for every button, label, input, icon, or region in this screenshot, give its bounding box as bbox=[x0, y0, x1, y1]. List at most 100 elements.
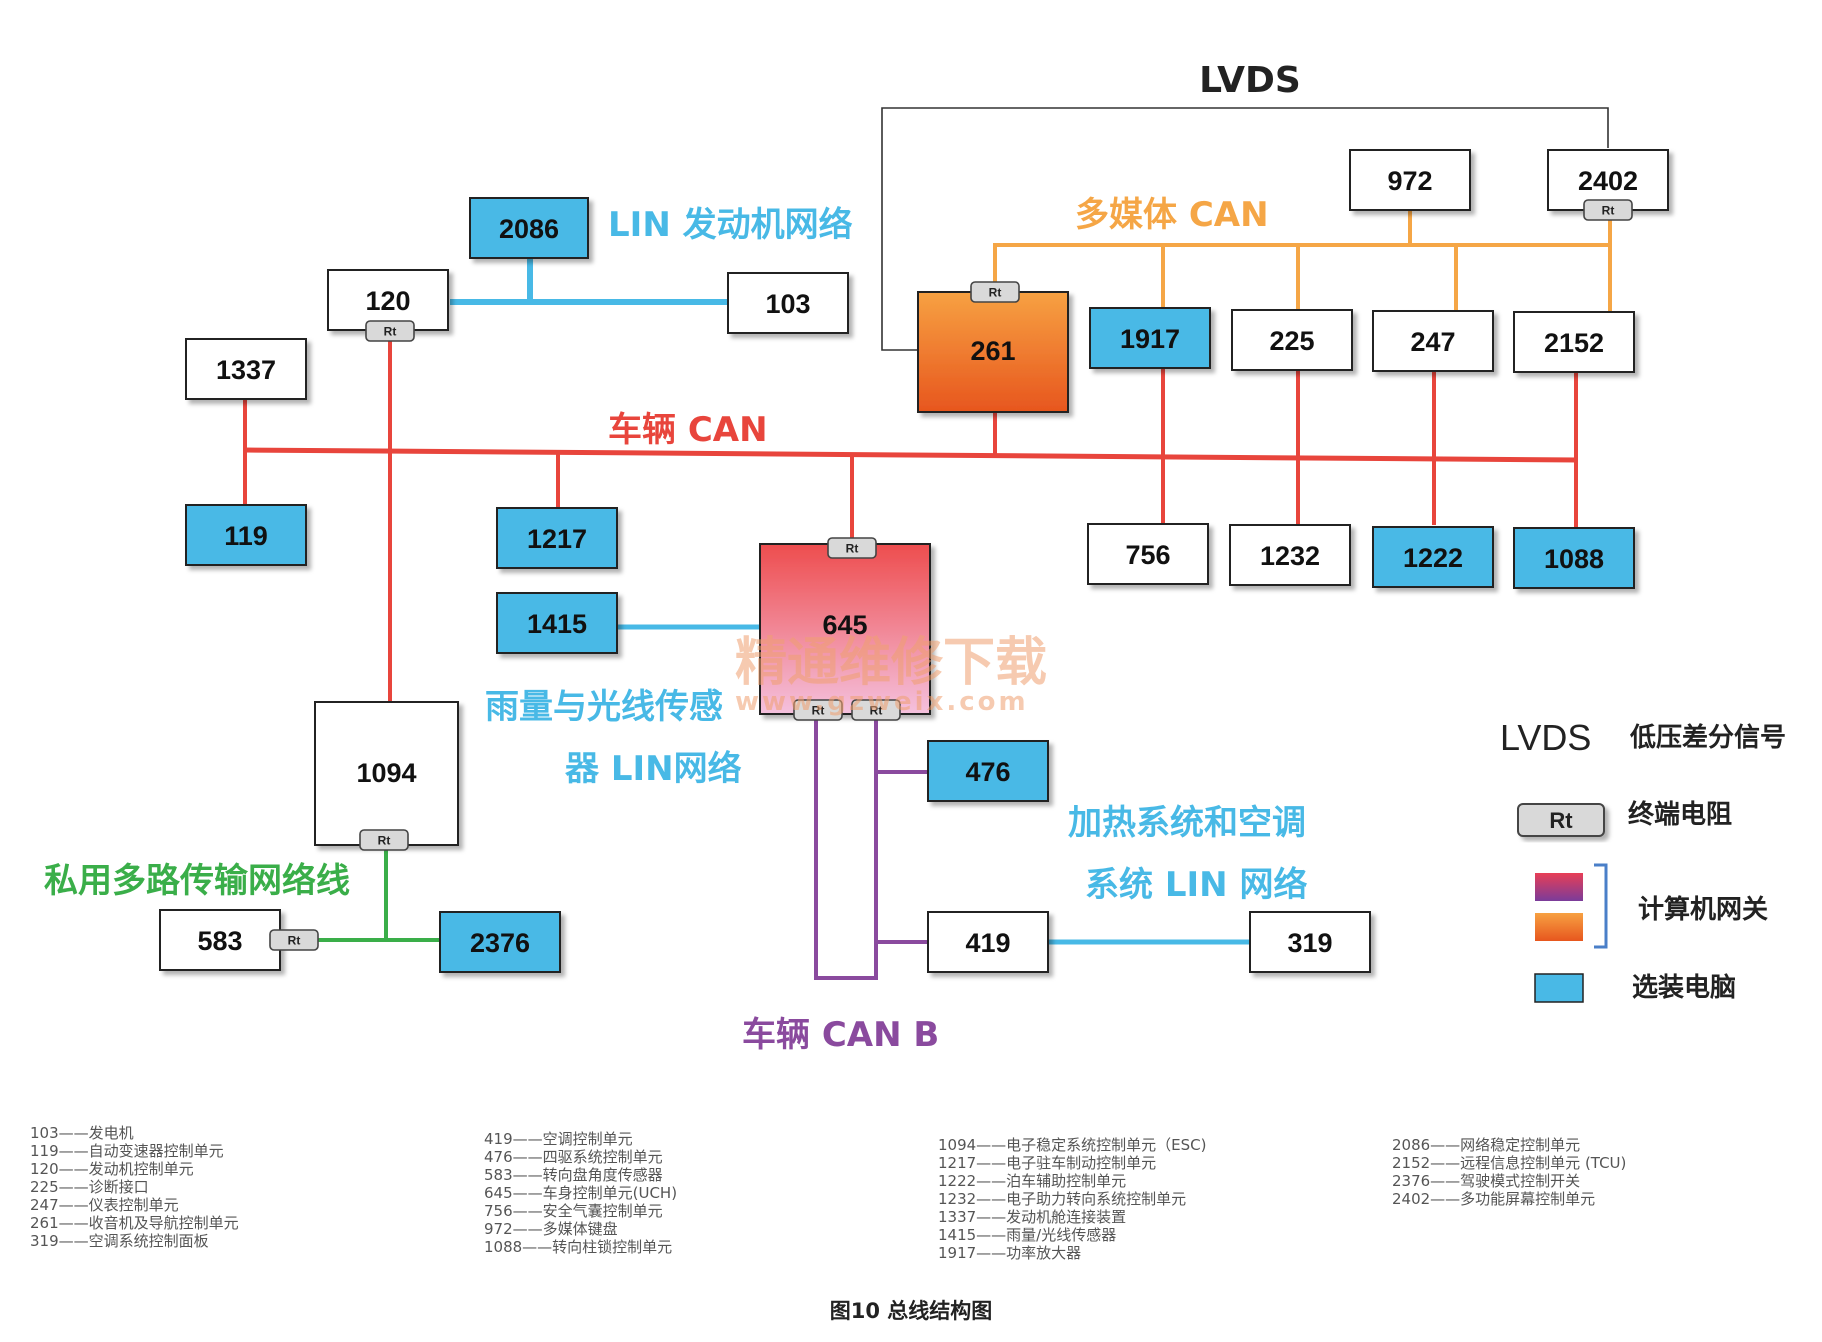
figure-caption: 图10 总线结构图 bbox=[830, 1299, 993, 1323]
ecu-node-1415: 1415 bbox=[496, 592, 618, 654]
ecu-number: 419 bbox=[965, 928, 1010, 958]
legend-gateway-swatch-2 bbox=[1535, 913, 1583, 941]
ecu-number: 1088 bbox=[1544, 544, 1604, 574]
ecu-node-1917: 1917 bbox=[1089, 307, 1211, 369]
key-entry: 2152——远程信息控制单元 (TCU) bbox=[1392, 1154, 1626, 1172]
ecu-box bbox=[759, 543, 931, 715]
lvds-top-label: LVDS bbox=[1199, 60, 1301, 101]
ecu-box bbox=[185, 338, 307, 400]
key-entry: 2402——多功能屏幕控制单元 bbox=[1392, 1190, 1595, 1208]
ecu-number: 2152 bbox=[1544, 328, 1604, 358]
legend-lvds-desc: 低压差分信号 bbox=[1629, 722, 1786, 753]
ecu-node-1337: 1337 bbox=[185, 338, 307, 400]
ecu-box bbox=[1089, 307, 1211, 369]
ecu-number: 1415 bbox=[527, 609, 587, 639]
key-entry: 119——自动变速器控制单元 bbox=[30, 1142, 224, 1160]
ecu-number: 261 bbox=[970, 336, 1015, 366]
legend-gateway-desc: 计算机网关 bbox=[1638, 894, 1768, 925]
ecu-box bbox=[439, 911, 561, 973]
ecu-node-1217: 1217 bbox=[496, 507, 618, 569]
ecu-box bbox=[927, 911, 1049, 973]
can-b-left bbox=[814, 715, 878, 980]
key-entry: 103——发电机 bbox=[30, 1124, 134, 1142]
watermark-cn: 精通维修下载 bbox=[735, 633, 1047, 693]
ecu-node-756: 756 bbox=[1087, 523, 1209, 585]
terminal-resistor: Rt bbox=[827, 537, 877, 559]
key-entry: 1222——泊车辅助控制单元 bbox=[938, 1172, 1126, 1190]
key-entry: 225——诊断接口 bbox=[30, 1178, 149, 1196]
rt-label: Rt bbox=[288, 934, 301, 948]
rt-label: Rt bbox=[846, 542, 859, 556]
ecu-box bbox=[1349, 149, 1471, 211]
legend-optional-swatch bbox=[1534, 973, 1584, 1003]
ecu-number: 756 bbox=[1125, 540, 1170, 570]
key-entry: 419——空调控制单元 bbox=[484, 1130, 633, 1148]
ecu-node-419: 419 bbox=[927, 911, 1049, 973]
ecu-number: 225 bbox=[1269, 326, 1314, 356]
component-key-list: 103——发电机119——自动变速器控制单元120——发动机控制单元225——诊… bbox=[30, 1124, 1626, 1262]
terminal-resistor: Rt bbox=[970, 281, 1020, 303]
key-entry: 2086——网络稳定控制单元 bbox=[1392, 1136, 1580, 1154]
watermark-url: www.gzweix.com bbox=[735, 687, 1029, 717]
rt-label: Rt bbox=[1602, 204, 1615, 218]
legend-optional-desc: 选装电脑 bbox=[1632, 973, 1736, 1003]
ecu-node-1222: 1222 bbox=[1372, 526, 1494, 588]
heating-lin-label-line1: 加热系统和空调 bbox=[1068, 803, 1306, 843]
watermark: 精通维修下载 www.gzweix.com bbox=[735, 633, 1047, 717]
ecu-node-225: 225 bbox=[1231, 309, 1353, 371]
legend-rt-text: Rt bbox=[1549, 808, 1573, 833]
key-entry: 645——车身控制单元(UCH) bbox=[484, 1184, 677, 1202]
vehicle-can-trunk bbox=[244, 447, 1579, 463]
key-entry: 583——转向盘角度传感器 bbox=[484, 1166, 663, 1184]
ecu-box bbox=[1231, 309, 1353, 371]
rain-light-lin-label-line2: 器 LIN网络 bbox=[565, 749, 742, 789]
rt-label: Rt bbox=[870, 704, 883, 718]
ecu-box bbox=[469, 197, 589, 259]
key-entry: 1088——转向柱锁控制单元 bbox=[484, 1238, 672, 1256]
key-entry: 1917——功率放大器 bbox=[938, 1244, 1081, 1262]
ecu-box bbox=[185, 504, 307, 566]
ecu-number: 1337 bbox=[216, 355, 276, 385]
ecu-box bbox=[917, 291, 1069, 413]
legend-rt-desc: 终端电阻 bbox=[1628, 799, 1732, 830]
ecu-node-247: 247 bbox=[1372, 310, 1494, 372]
multimedia-can-label: 多媒体 CAN bbox=[1075, 195, 1269, 235]
ecu-number: 1917 bbox=[1120, 324, 1180, 354]
ecu-box bbox=[1372, 526, 1494, 588]
key-entry: 120——发动机控制单元 bbox=[30, 1160, 194, 1178]
ecu-number: 2402 bbox=[1578, 166, 1638, 196]
network-labels: LVDS 多媒体 CAN LIN 发动机网络 车辆 CAN 雨量与光线传感 器 … bbox=[44, 60, 1307, 1055]
ecu-box bbox=[496, 507, 618, 569]
legend-lvds-term: LVDS bbox=[1500, 717, 1591, 758]
ecu-box bbox=[927, 740, 1049, 802]
key-entry: 261——收音机及导航控制单元 bbox=[30, 1214, 239, 1232]
ecu-number: 119 bbox=[224, 521, 268, 551]
ecu-number: 2086 bbox=[499, 214, 559, 244]
ecu-box bbox=[1249, 911, 1371, 973]
ecu-node-2376: 2376 bbox=[439, 911, 561, 973]
vehicle-can-b-label: 车辆 CAN B bbox=[742, 1015, 939, 1055]
key-entry: 247——仪表控制单元 bbox=[30, 1196, 179, 1214]
legend-gateway-bracket bbox=[1594, 863, 1608, 949]
ecu-number: 972 bbox=[1387, 166, 1432, 196]
ecu-box bbox=[1372, 310, 1494, 372]
key-entry: 1232——电子助力转向系统控制单元 bbox=[938, 1190, 1186, 1208]
ecu-node-261: 261 Rt bbox=[917, 281, 1069, 413]
ecu-number: 103 bbox=[765, 289, 810, 319]
ecu-box bbox=[727, 272, 849, 334]
ecu-node-1232: 1232 bbox=[1229, 524, 1351, 586]
ecu-node-2152: 2152 bbox=[1513, 311, 1635, 373]
lvds-line bbox=[881, 107, 1609, 351]
key-entry: 972——多媒体键盘 bbox=[484, 1220, 618, 1238]
ecu-box bbox=[327, 269, 449, 331]
ecu-number: 319 bbox=[1287, 928, 1332, 958]
ecu-number: 476 bbox=[965, 757, 1010, 787]
key-entry: 1415——雨量/光线传感器 bbox=[938, 1226, 1116, 1244]
key-entry: 1094——电子稳定系统控制单元（ESC) bbox=[938, 1136, 1207, 1154]
ecu-node-119: 119 bbox=[185, 504, 307, 566]
